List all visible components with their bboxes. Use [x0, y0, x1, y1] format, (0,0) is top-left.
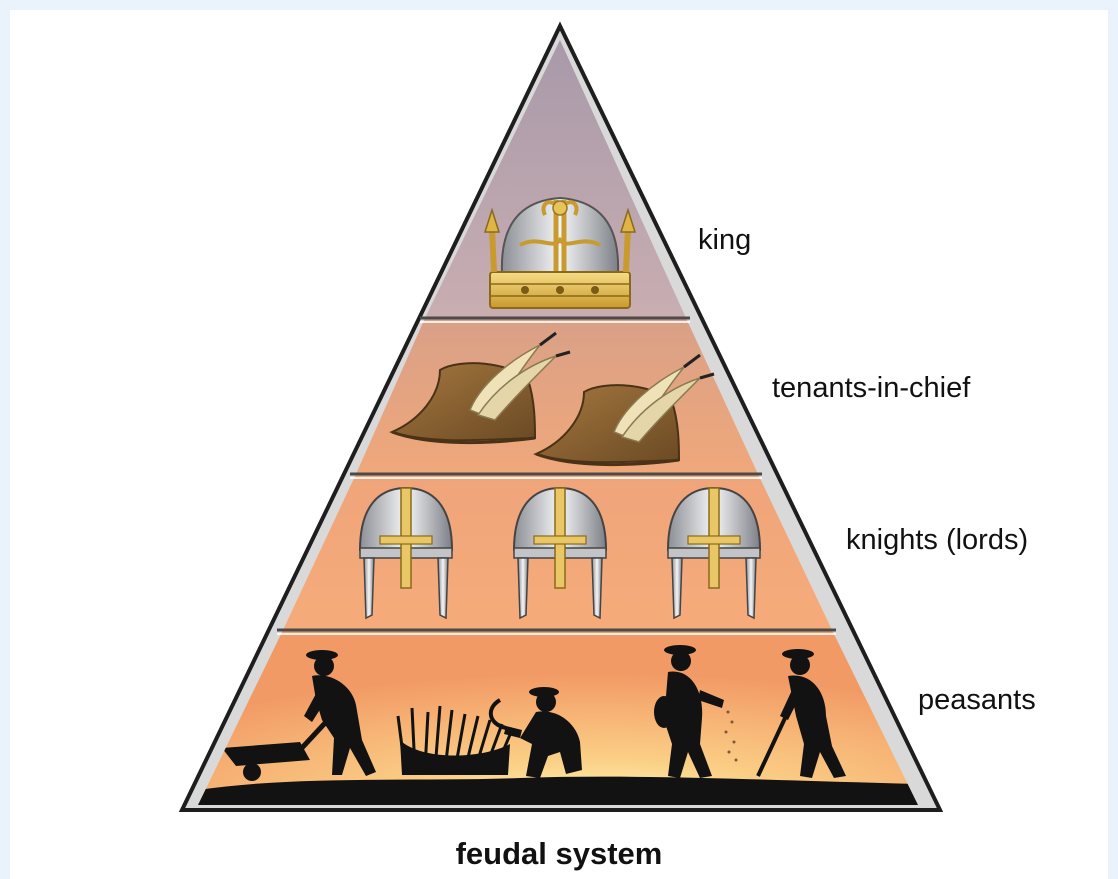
- level-label-king: king: [698, 224, 752, 256]
- crown-icon: [483, 196, 637, 309]
- level-label-knights: knights (lords): [846, 524, 1029, 556]
- level-label-peasants: peasants: [918, 684, 1036, 716]
- peasant-silhouette-icon: [198, 645, 918, 805]
- feathered-hat-icon: [389, 331, 571, 445]
- diagram-caption: feudal system: [455, 836, 663, 871]
- helmet-icon: [666, 486, 762, 620]
- seed-dots: [724, 710, 738, 762]
- feathered-hat-icon: [533, 353, 715, 467]
- helmet-icon: [512, 486, 608, 620]
- tier-dividers: [277, 316, 836, 632]
- level-label-tenants-in-chief: tenants-in-chief: [772, 372, 971, 404]
- helmet-icon: [358, 486, 454, 620]
